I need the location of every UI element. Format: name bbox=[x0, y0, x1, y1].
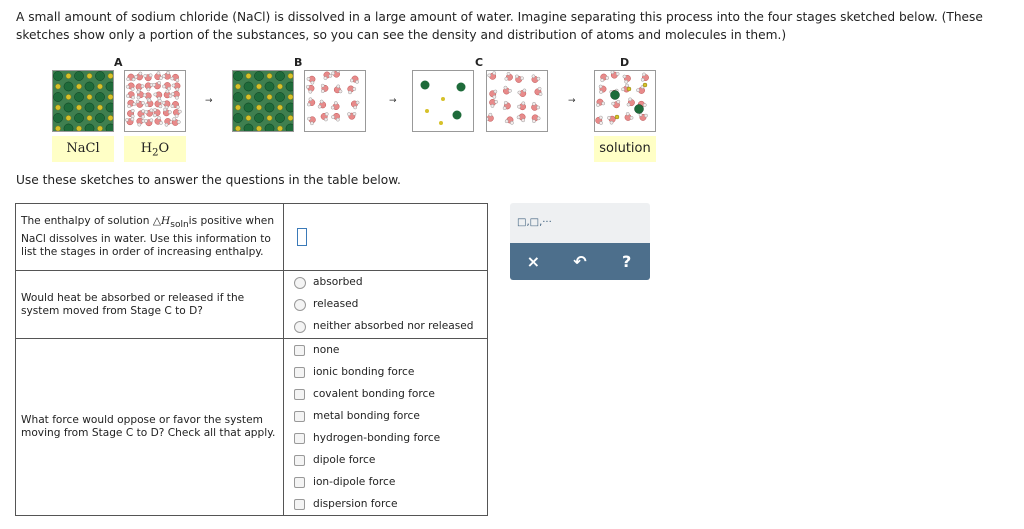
stage-order-input[interactable] bbox=[297, 228, 307, 246]
checkbox-option[interactable]: ion-dipole force bbox=[294, 471, 487, 493]
solution-label: solution bbox=[594, 136, 656, 162]
stage-a-letter: A bbox=[114, 56, 123, 69]
checkbox-option[interactable]: dispersion force bbox=[294, 493, 487, 515]
radio-option[interactable]: released bbox=[294, 294, 487, 316]
undo-button[interactable]: ↶ bbox=[573, 252, 587, 271]
clear-button[interactable]: × bbox=[526, 252, 541, 271]
answer-3-cell: none ionic bonding force covalent bondin… bbox=[283, 338, 488, 516]
nacl-crystal-sketch bbox=[52, 70, 114, 132]
stage-b-letter: B bbox=[294, 56, 303, 69]
checkbox-option[interactable]: covalent bonding force bbox=[294, 383, 487, 405]
arrow-a-b: → bbox=[205, 96, 213, 106]
stage-d-letter: D bbox=[620, 56, 630, 69]
checkbox-icon[interactable] bbox=[294, 410, 305, 422]
answer-toolbox: □,□,··· × ↶ ? bbox=[510, 203, 650, 280]
question-2: Would heat be absorbed or released if th… bbox=[15, 270, 284, 339]
checkbox-option[interactable]: dipole force bbox=[294, 449, 487, 471]
help-button[interactable]: ? bbox=[622, 252, 632, 271]
checkbox-icon[interactable] bbox=[294, 432, 305, 444]
question-1: The enthalpy of solution △Hsolnis positi… bbox=[15, 203, 284, 271]
template-symbols-button[interactable]: □,□,··· bbox=[517, 217, 552, 228]
checkbox-option[interactable]: hydrogen-bonding force bbox=[294, 427, 487, 449]
radio-option[interactable]: neither absorbed nor released bbox=[294, 316, 487, 338]
checkbox-icon[interactable] bbox=[294, 476, 305, 488]
radio-icon[interactable] bbox=[294, 276, 306, 289]
arrow-c-d: → bbox=[568, 96, 576, 106]
checkbox-icon[interactable] bbox=[294, 344, 305, 356]
toolbox-button-bar: × ↶ ? bbox=[510, 243, 650, 280]
intro-text: A small amount of sodium chloride (NaCl)… bbox=[16, 10, 983, 42]
radio-option[interactable]: absorbed bbox=[294, 272, 487, 294]
water-expanded-sketch bbox=[304, 70, 366, 132]
checkbox-option[interactable]: metal bonding force bbox=[294, 405, 487, 427]
radio-icon[interactable] bbox=[294, 320, 306, 333]
separated-ions-sketch bbox=[412, 70, 474, 132]
question-3: What force would oppose or favor the sys… bbox=[15, 338, 284, 516]
checkbox-icon[interactable] bbox=[294, 366, 305, 378]
nacl-label: NaCl bbox=[52, 136, 114, 162]
question-table: The enthalpy of solution △Hsolnis positi… bbox=[15, 203, 488, 516]
checkbox-option[interactable]: ionic bonding force bbox=[294, 361, 487, 383]
solution-sketch bbox=[594, 70, 656, 132]
radio-icon[interactable] bbox=[294, 298, 306, 311]
arrow-b-c: → bbox=[389, 96, 397, 106]
checkbox-icon[interactable] bbox=[294, 454, 305, 466]
answer-2-cell: absorbed released neither absorbed nor r… bbox=[283, 270, 488, 339]
water-label: H2O bbox=[124, 136, 186, 162]
answer-1-cell bbox=[283, 203, 488, 271]
instructions: Use these sketches to answer the questio… bbox=[16, 173, 401, 187]
checkbox-option[interactable]: none bbox=[294, 339, 487, 361]
water-sketch bbox=[124, 70, 186, 132]
checkbox-icon[interactable] bbox=[294, 388, 305, 400]
water-expanded-sketch-c bbox=[486, 70, 548, 132]
checkbox-icon[interactable] bbox=[294, 498, 305, 510]
stage-c-letter: C bbox=[475, 56, 484, 69]
nacl-crystal-sketch-b bbox=[232, 70, 294, 132]
